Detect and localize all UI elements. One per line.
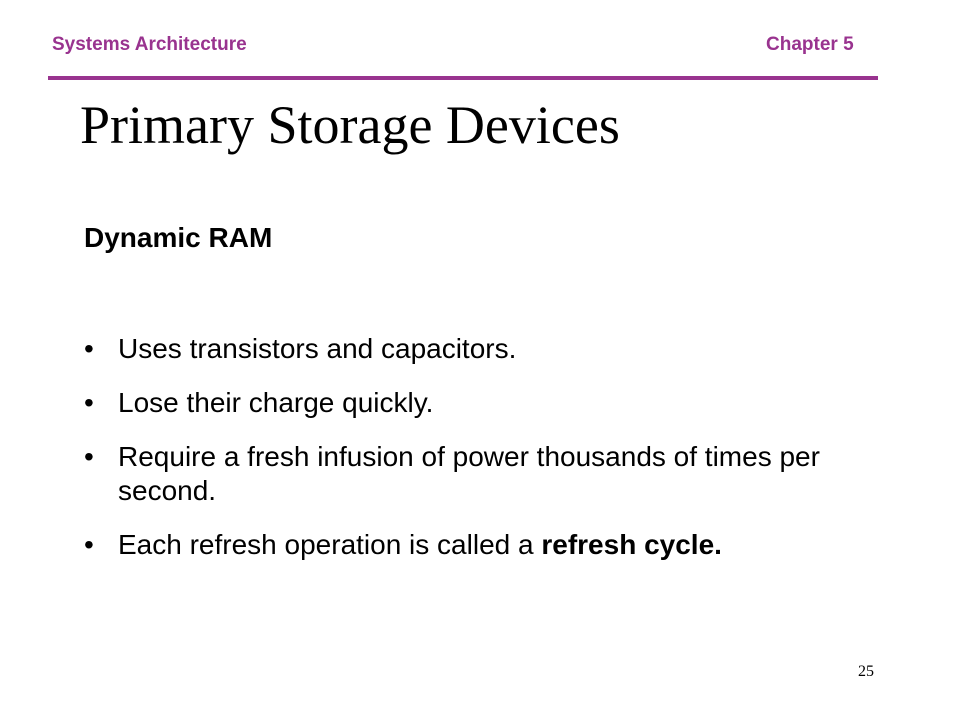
chapter-label: Chapter 5	[766, 34, 854, 55]
bullet-item: • Lose their charge quickly.	[84, 386, 844, 420]
course-name: Systems Architecture	[52, 34, 247, 55]
bullet-text: Each refresh operation is called a	[118, 529, 542, 560]
bullet-icon: •	[84, 529, 94, 560]
bullet-emphasis: refresh cycle.	[541, 529, 722, 560]
header-divider	[48, 76, 878, 80]
bullet-list: • Uses transistors and capacitors. • Los…	[84, 332, 844, 582]
slide-subheading: Dynamic RAM	[84, 222, 273, 253]
bullet-icon: •	[84, 333, 94, 364]
bullet-text: Uses transistors and capacitors.	[118, 333, 517, 364]
bullet-text: Lose their charge quickly.	[118, 387, 434, 418]
page-number: 25	[858, 663, 874, 680]
bullet-item: • Each refresh operation is called a ref…	[84, 528, 844, 562]
bullet-item: • Uses transistors and capacitors.	[84, 332, 844, 366]
bullet-icon: •	[84, 387, 94, 418]
bullet-item: • Require a fresh infusion of power thou…	[84, 440, 844, 508]
bullet-icon: •	[84, 441, 94, 472]
slide-title: Primary Storage Devices	[80, 95, 620, 155]
bullet-text: Require a fresh infusion of power thousa…	[118, 441, 820, 506]
